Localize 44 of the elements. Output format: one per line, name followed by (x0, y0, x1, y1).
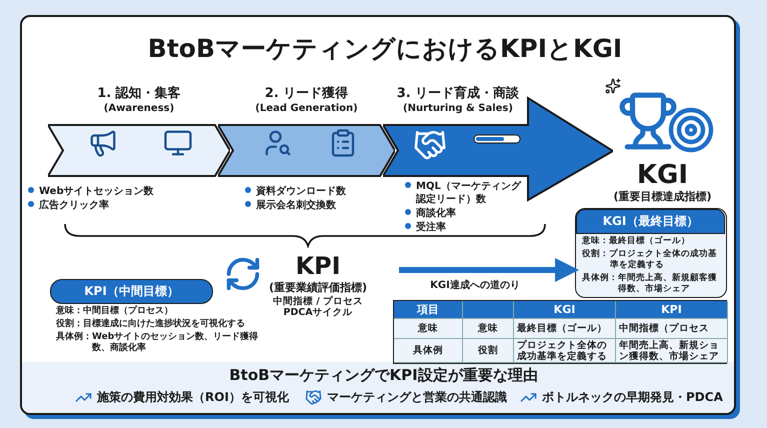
chevron-step (218, 86, 395, 177)
table-cell: プロジェクト全体の成功基準を定義する (514, 339, 616, 363)
card-text: 具体例：年間売上高、新規顧客獲得数、市場シェア (582, 273, 718, 295)
step-heading: 2. リード獲得 (264, 86, 350, 102)
section-heading: BtoBマーケティングでKPI設定が重要な理由 (228, 366, 539, 385)
table-cell: 具体例 (394, 339, 463, 363)
table-header: KPI (616, 301, 728, 319)
card-text: 具体例：Webサイトのセッション数、リード獲得数、商談化率 (56, 332, 260, 354)
arrow-shape (383, 86, 613, 202)
table-cell: 役割 (463, 339, 514, 363)
step-subheading: (Lead Generation) (254, 103, 359, 115)
bullet-item: 商談化率 (405, 207, 530, 220)
table-cell: 中間指標（プロセス (616, 319, 728, 339)
title: BtoBマーケティングにおけるKPIとKGI (146, 33, 624, 65)
card-header: KPI（中間目標） (50, 279, 213, 304)
table-cell: 意味 (463, 319, 514, 339)
chevron-step (48, 86, 230, 177)
info-card (575, 208, 727, 298)
arrow (399, 258, 579, 282)
reason-text: 施策の費用対効果（ROI）を可視化 (97, 389, 289, 406)
kpi-subheading: (重要業績評価指標) (268, 281, 368, 294)
card-text: 意味：最終目標（ゴール） (582, 236, 691, 247)
kgi-subheading: (重要目標達成指標) (612, 190, 713, 204)
table-header: 項目 (394, 301, 463, 319)
table-cell: 年間売上高、新規ション獲得数、市場シェア (616, 339, 728, 363)
table-cell: 最終目標（ゴール） (514, 319, 616, 339)
step-subheading: (Nurturing & Sales) (402, 103, 514, 115)
kpi-description: 中間指標 / プロセス PDCAサイクル (272, 296, 364, 319)
reason-text: ボトルネックの早期発見・PDCA (542, 389, 723, 406)
card-text: 意味：中間目標（プロセス） (56, 306, 174, 317)
bullet-item: 広告クリック率 (28, 199, 198, 212)
bullet-item: 受注率 (405, 221, 530, 234)
reason-text: マーケティングと営業の共通認識 (327, 389, 507, 406)
table-header: KGI (514, 301, 616, 319)
table-cell: 意味 (394, 319, 463, 339)
kpi-heading: KPI (294, 252, 342, 281)
card-text: 役割：プロジェクト全体の成功基準を定義する (582, 249, 718, 271)
kgi-heading: KGI (636, 160, 690, 190)
step-subheading: (Awareness) (102, 103, 176, 115)
bullet-item: Webサイトセッション数 (28, 185, 198, 198)
step-heading: 1. 認知・集客 (96, 86, 182, 102)
card-text: 役割：目標達成に向けた進捗状況を可視化する (56, 319, 246, 330)
step-heading: 3. リード育成・商談 (396, 86, 520, 102)
card-header: KGI（最終目標） (576, 209, 725, 234)
